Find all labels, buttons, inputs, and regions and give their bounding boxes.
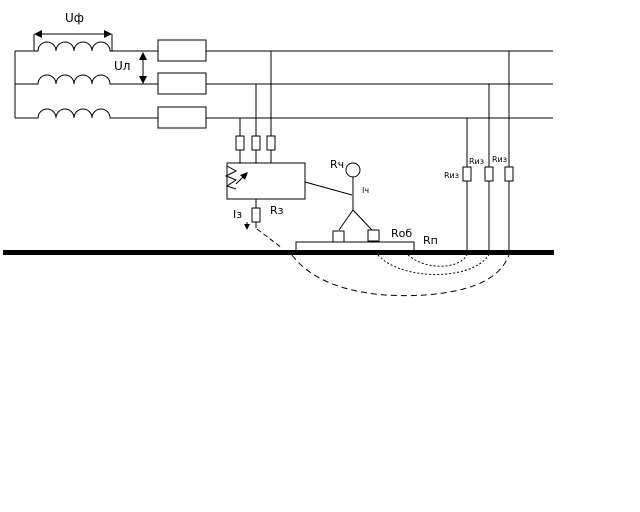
base-resistance-label: Rоб	[391, 227, 412, 240]
coil-phase-a	[15, 41, 158, 52]
person-current-label: Iч	[362, 186, 369, 195]
fault-current-arrow	[244, 224, 250, 230]
line-voltage-arrow	[139, 52, 147, 84]
fault-current-path-outer	[291, 254, 510, 297]
fault-current-path-middle	[377, 254, 490, 275]
ground-resistor	[251, 207, 261, 223]
coil-phase-b	[15, 74, 158, 85]
insulation-breakdown	[224, 165, 238, 190]
coil-phase-c	[15, 108, 158, 119]
equipment-housing	[226, 162, 306, 200]
fuse-phase-b	[157, 72, 207, 95]
transformer-windings	[14, 41, 158, 119]
person-foot-right	[367, 229, 380, 242]
equipment-fuse-2	[251, 135, 261, 151]
fault-arrow	[240, 172, 248, 180]
insulation-resistor-1	[462, 166, 472, 182]
floor-resistance-label: Rп	[423, 234, 438, 247]
insulation-resistance-label-2: Rиз	[469, 157, 484, 166]
person-head	[345, 162, 361, 178]
fault-current-entry	[256, 228, 283, 249]
phase-voltage-arrow	[33, 30, 113, 51]
line-voltage-label: Uл	[114, 59, 130, 73]
insulation-resistor-3	[504, 166, 514, 182]
fault-current-path-inner	[407, 254, 468, 267]
earth-ground	[3, 250, 554, 255]
equipment-fuse-3	[266, 135, 276, 151]
fuse-phase-c	[157, 106, 207, 129]
floor-base	[295, 241, 415, 252]
equipment-drops	[239, 51, 272, 136]
fault-current-label: Iз	[233, 208, 242, 221]
insulation-resistor-2	[484, 166, 494, 182]
phase-voltage-label: Uф	[65, 11, 84, 25]
insulation-resistance-label-3: Rиз	[492, 155, 507, 164]
fuse-phase-a	[157, 39, 207, 62]
person-foot-left	[332, 230, 345, 243]
person-figure	[304, 162, 380, 243]
insulation-resistance-label-1: Rиз	[444, 171, 459, 180]
ground-resistance-label: Rз	[270, 204, 284, 217]
person-resistance-label: Rч	[330, 158, 344, 171]
equipment-fuse-1	[235, 135, 245, 151]
